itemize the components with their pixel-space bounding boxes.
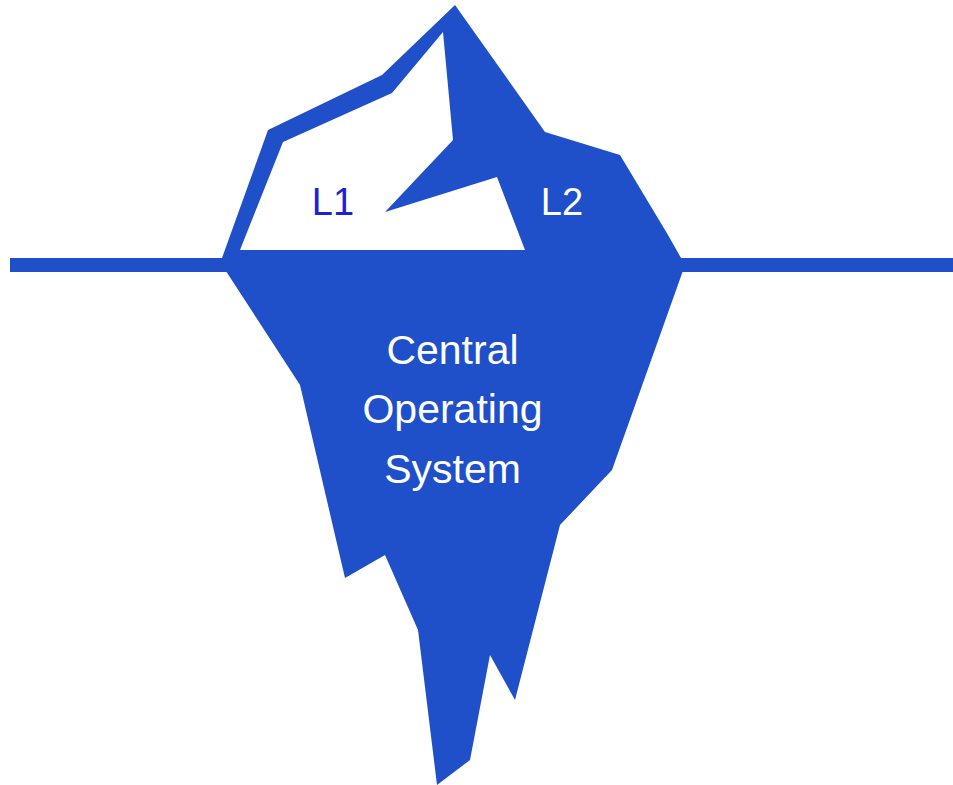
body-label: Central Operating System	[345, 321, 560, 499]
tip-label: L1	[273, 175, 393, 230]
iceberg-tip-white	[240, 32, 525, 250]
iceberg-body	[222, 5, 685, 785]
tip-label: L2	[502, 175, 622, 230]
